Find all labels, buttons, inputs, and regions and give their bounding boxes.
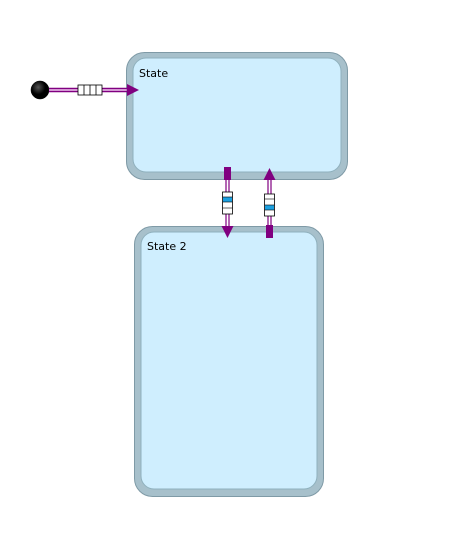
state-label: State — [139, 67, 168, 80]
transition-state2-to-state1[interactable] — [263, 168, 276, 238]
state-node-state2[interactable]: State 2 — [134, 226, 324, 497]
initial-transition[interactable] — [30, 80, 139, 100]
arrowhead-up-icon — [263, 168, 276, 180]
transition-connector-icon — [222, 191, 233, 215]
state-label: State 2 — [147, 240, 187, 253]
state-inner-body — [140, 231, 318, 490]
arrowhead-down-icon — [221, 226, 234, 238]
state-inner-body — [132, 57, 342, 173]
arrowhead-right-icon — [127, 84, 139, 96]
transition-source-handle — [266, 225, 273, 238]
initial-node-icon — [30, 80, 50, 100]
transition-source-handle — [224, 167, 231, 180]
connector-active-segment — [265, 205, 274, 210]
state-node-state1[interactable]: State — [126, 52, 348, 180]
transition-state1-to-state2[interactable] — [221, 167, 234, 238]
connector-active-segment — [223, 197, 232, 202]
